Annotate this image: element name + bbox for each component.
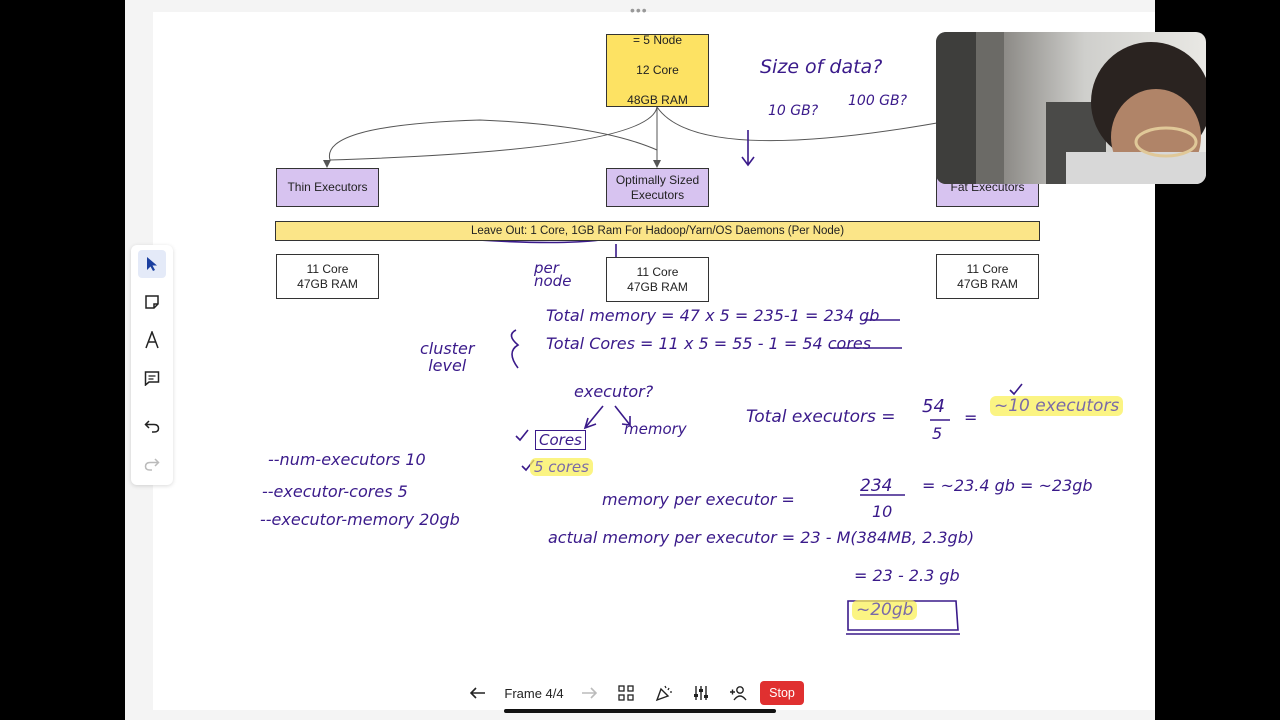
thin-per-node-box[interactable]: 11 Core 47GB RAM [276, 254, 379, 299]
hw-hundred-gb: 100 GB? [848, 93, 908, 109]
hw-total-executors-label: Total executors = [746, 407, 896, 427]
hw-executor-memory: --executor-memory 20gb [260, 510, 460, 529]
hw-actual-memory: actual memory per executor = 23 - M(384M… [548, 528, 975, 547]
fat-per-node-box[interactable]: 11 Core 47GB RAM [936, 254, 1039, 299]
hw-mem-denominator: 10 [872, 502, 893, 521]
optimal-executors-box[interactable]: Optimally Sized Executors [606, 168, 709, 207]
cluster-node-box[interactable]: = 5 Node 12 Core 48GB RAM [606, 33, 709, 107]
optimal-per-node-label: 11 Core 47GB RAM [627, 264, 688, 294]
redo-icon[interactable] [138, 450, 166, 478]
add-person-icon[interactable] [720, 679, 756, 707]
presenter-video [936, 32, 1206, 184]
next-frame-icon[interactable] [572, 679, 606, 707]
leave-out-text: Leave Out: 1 Core, 1GB Ram For Hadoop/Ya… [470, 225, 845, 237]
presentation-bar: Frame 4/4 Stop [460, 678, 820, 708]
comment-icon[interactable] [138, 364, 166, 392]
cluster-node-line-1: = 5 Node [632, 33, 683, 47]
hw-ten-gb: 10 GB? [768, 103, 819, 119]
hw-executor-question: executor? [574, 382, 654, 401]
optimal-executors-label: Optimally Sized Executors [615, 172, 700, 202]
optimal-per-node-box[interactable]: 11 Core 47GB RAM [606, 257, 709, 302]
stop-presentation-button[interactable]: Stop [760, 681, 804, 705]
hw-mem-result: = ~23.4 gb = ~23gb [922, 476, 1093, 495]
hw-total-memory: Total memory = 47 x 5 = 235-1 = 234 gb [546, 306, 880, 325]
hw-total-exec-numerator: 54 [922, 396, 945, 417]
cluster-node-line-2: 12 Core [636, 63, 679, 77]
leave-out-banner[interactable]: Leave Out: 1 Core, 1GB Ram For Hadoop/Ya… [275, 221, 1040, 241]
hw-mem-numerator: 234 [860, 476, 893, 496]
settings-sliders-icon[interactable] [682, 679, 720, 707]
select-icon[interactable] [138, 250, 166, 278]
frame-indicator: Frame 4/4 [504, 685, 564, 701]
frame-handle-icon[interactable]: ••• [630, 2, 648, 18]
hw-cluster-level: cluster level [420, 339, 475, 375]
previous-frame-icon[interactable] [460, 679, 496, 707]
hw-total-exec-result: ~10 executors [990, 396, 1124, 416]
sticky-note-icon[interactable] [138, 288, 166, 316]
text-icon[interactable] [138, 326, 166, 354]
presentation-progress-bar [504, 709, 776, 713]
hw-actual-step: = 23 - 2.3 gb [854, 566, 960, 585]
thin-executors-label: Thin Executors [287, 180, 368, 194]
hw-executor-cores: --executor-cores 5 [262, 482, 408, 501]
hw-total-cores: Total Cores = 11 x 5 = 55 - 1 = 54 cores [546, 334, 872, 353]
hw-cores-boxed: Cores [535, 430, 586, 450]
thin-executors-box[interactable]: Thin Executors [276, 168, 379, 207]
hw-num-executors: --num-executors 10 [268, 450, 426, 469]
webcam-overlay [936, 32, 1206, 184]
hw-size-of-data: Size of data? [760, 56, 883, 78]
left-toolbar [131, 245, 173, 485]
hw-actual-result: ~20gb [852, 600, 918, 620]
thin-per-node-label: 11 Core 47GB RAM [297, 261, 358, 291]
frames-grid-icon[interactable] [606, 679, 646, 707]
celebrate-icon[interactable] [646, 679, 682, 707]
hw-five-cores: 5 cores [530, 458, 593, 476]
hw-per-node: per node [534, 259, 572, 290]
hw-memory: memory [624, 420, 687, 438]
fat-per-node-label: 11 Core 47GB RAM [957, 261, 1018, 291]
cluster-node-line-3: 48GB RAM [627, 93, 688, 107]
undo-icon[interactable] [138, 412, 166, 440]
hw-mem-per-exec-label: memory per executor = [602, 490, 795, 509]
hw-total-exec-denominator: 5 [932, 424, 943, 443]
